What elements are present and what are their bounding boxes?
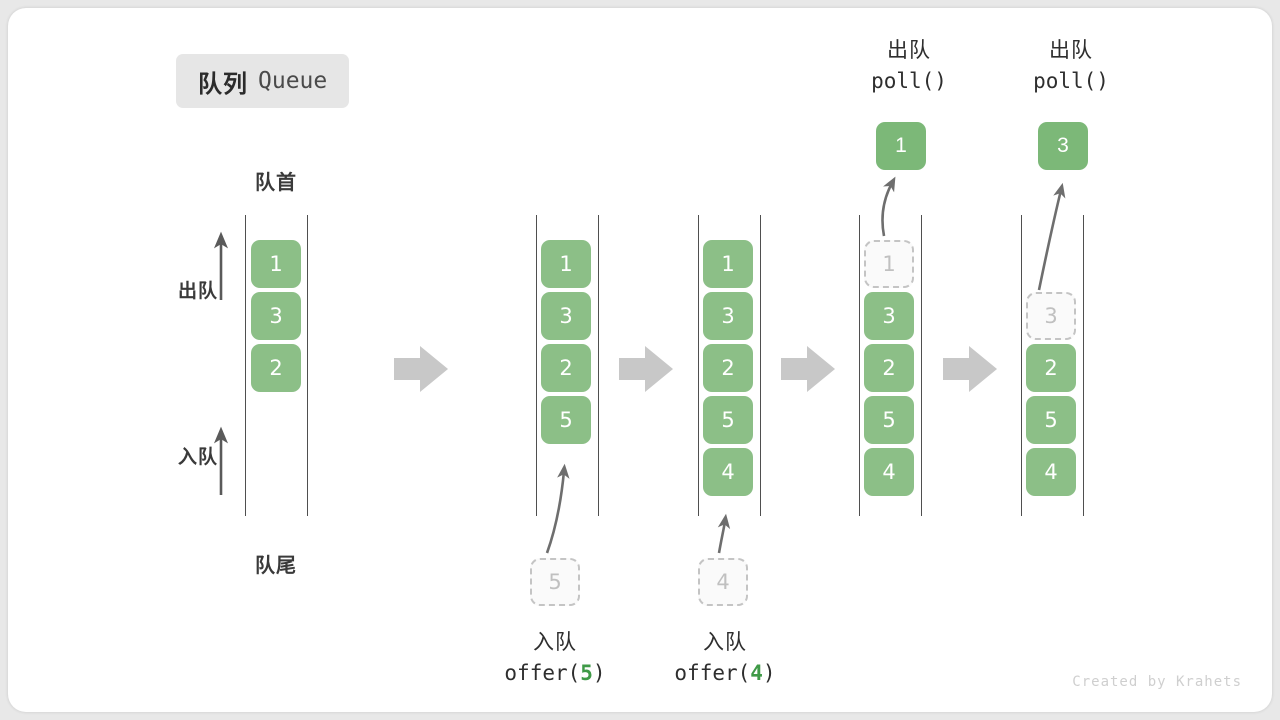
queue-cell: 5 (1026, 396, 1076, 444)
operation-caption-poll-1: 出队 poll() (809, 36, 1009, 97)
title-chinese: 队列 (198, 70, 248, 98)
queue-cell: 5 (703, 396, 753, 444)
queue-cell: 1 (251, 240, 301, 288)
rail-right-2 (598, 215, 599, 516)
step-transition-arrow-4 (943, 346, 997, 392)
rail-left-3 (698, 215, 699, 516)
title-badge: 队列 Queue (176, 54, 350, 108)
dequeue-arrow-3 (1037, 182, 1066, 291)
rail-right-1 (307, 215, 308, 516)
enqueue-arrow-4 (717, 513, 731, 554)
rail-right-3 (760, 215, 761, 516)
queue-cell: 3 (541, 292, 591, 340)
queue-cell: 5 (864, 396, 914, 444)
queue-cell: 2 (864, 344, 914, 392)
queue-cell: 2 (541, 344, 591, 392)
queue-tail-label: 队尾 (255, 555, 297, 577)
side-label-enqueue: 入队 (177, 447, 218, 468)
incoming-ghost-cell: 5 (530, 558, 580, 606)
dequeue-arrow-1 (881, 176, 896, 237)
code-suffix: ) (592, 661, 606, 686)
caption-chinese: 出队 (1049, 39, 1093, 62)
popped-value-cell: 1 (876, 122, 926, 170)
queue-head-label: 队首 (255, 172, 297, 194)
caption-chinese: 入队 (533, 631, 577, 654)
operation-caption-offer-5: 入队 offer(5) (455, 628, 655, 689)
rail-left-5 (1021, 215, 1022, 516)
code-number: 5 (580, 661, 593, 686)
code-prefix: offer( (504, 661, 581, 686)
rail-right-4 (921, 215, 922, 516)
removed-ghost-cell: 3 (1026, 292, 1076, 340)
diagram-card: 队列 Queue 队首 队尾 出队 入队 1 3 2 1 3 2 5 5 入队 … (8, 8, 1272, 712)
queue-cell: 3 (864, 292, 914, 340)
enqueue-arrow-5 (545, 463, 570, 554)
operation-caption-poll-3: 出队 poll() (971, 36, 1171, 97)
caption-code: poll() (871, 69, 947, 94)
popped-value-cell: 3 (1038, 122, 1088, 170)
side-label-dequeue: 出队 (177, 281, 218, 302)
caption-code: offer(5) (455, 658, 655, 688)
queue-cell: 4 (864, 448, 914, 496)
incoming-ghost-cell: 4 (698, 558, 748, 606)
caption-chinese: 出队 (887, 39, 931, 62)
credit-text: Created by Krahets (1072, 674, 1242, 690)
queue-cell: 2 (1026, 344, 1076, 392)
queue-cell: 1 (703, 240, 753, 288)
queue-cell: 3 (703, 292, 753, 340)
step-transition-arrow-1 (394, 346, 448, 392)
queue-cell: 1 (541, 240, 591, 288)
rail-left-1 (245, 215, 246, 516)
title-english: Queue (258, 68, 328, 94)
step-transition-arrow-3 (781, 346, 835, 392)
queue-cell: 4 (703, 448, 753, 496)
queue-cell: 3 (251, 292, 301, 340)
step-transition-arrow-2 (619, 346, 673, 392)
code-prefix: offer( (674, 661, 751, 686)
rail-left-2 (536, 215, 537, 516)
caption-chinese: 入队 (703, 631, 747, 654)
caption-code: offer(4) (625, 658, 825, 688)
queue-cell: 2 (703, 344, 753, 392)
code-number: 4 (750, 661, 763, 686)
queue-cell: 5 (541, 396, 591, 444)
operation-caption-offer-4: 入队 offer(4) (625, 628, 825, 689)
rail-right-5 (1083, 215, 1084, 516)
caption-code: poll() (1033, 69, 1109, 94)
code-suffix: ) (762, 661, 776, 686)
removed-ghost-cell: 1 (864, 240, 914, 288)
rail-left-4 (859, 215, 860, 516)
queue-cell: 4 (1026, 448, 1076, 496)
queue-cell: 2 (251, 344, 301, 392)
